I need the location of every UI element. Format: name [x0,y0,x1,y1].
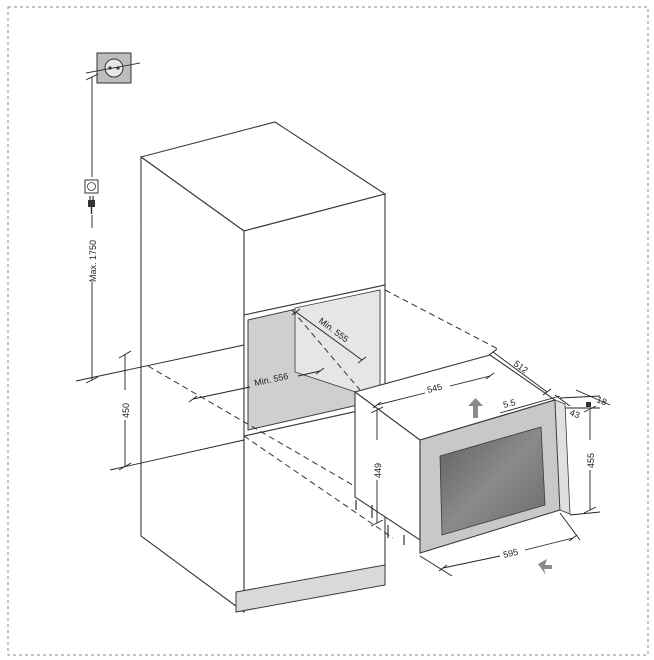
socket-small-icon [84,179,99,194]
door-glass [439,426,546,536]
gap-label: 5.5 [502,397,517,410]
door-height-dimension: 455 [565,405,601,516]
arrow-in-icon [538,559,552,575]
top-width-label: 545 [426,382,443,395]
wine-cooler-appliance [353,354,571,554]
arrow-up-icon [468,398,483,418]
niche-height-dimension: 450 [75,344,245,471]
gap-dimension: 5.5 [499,394,571,414]
wall-socket-icon [85,52,141,84]
door-width-label: 595 [502,547,519,560]
max-height-label: Max. 1750 [88,240,98,282]
max-height-dimension: Max. 1750 [84,73,99,384]
niche-height-label: 450 [121,403,131,418]
handle-offset-label: 18 [595,394,608,407]
body-height-dimension: 449 [370,406,384,527]
door-height-label: 455 [586,453,596,468]
plug-icon [88,196,95,214]
door-width-dimension: 595 [419,512,581,577]
tall-cabinet [139,121,387,614]
door-thickness-dimension: 43 18 [559,389,611,420]
door-thickness-label: 43 [568,407,581,420]
top-width-dimension: 545 [372,372,495,409]
diagram-frame [7,6,649,656]
body-height-label: 449 [373,463,383,478]
